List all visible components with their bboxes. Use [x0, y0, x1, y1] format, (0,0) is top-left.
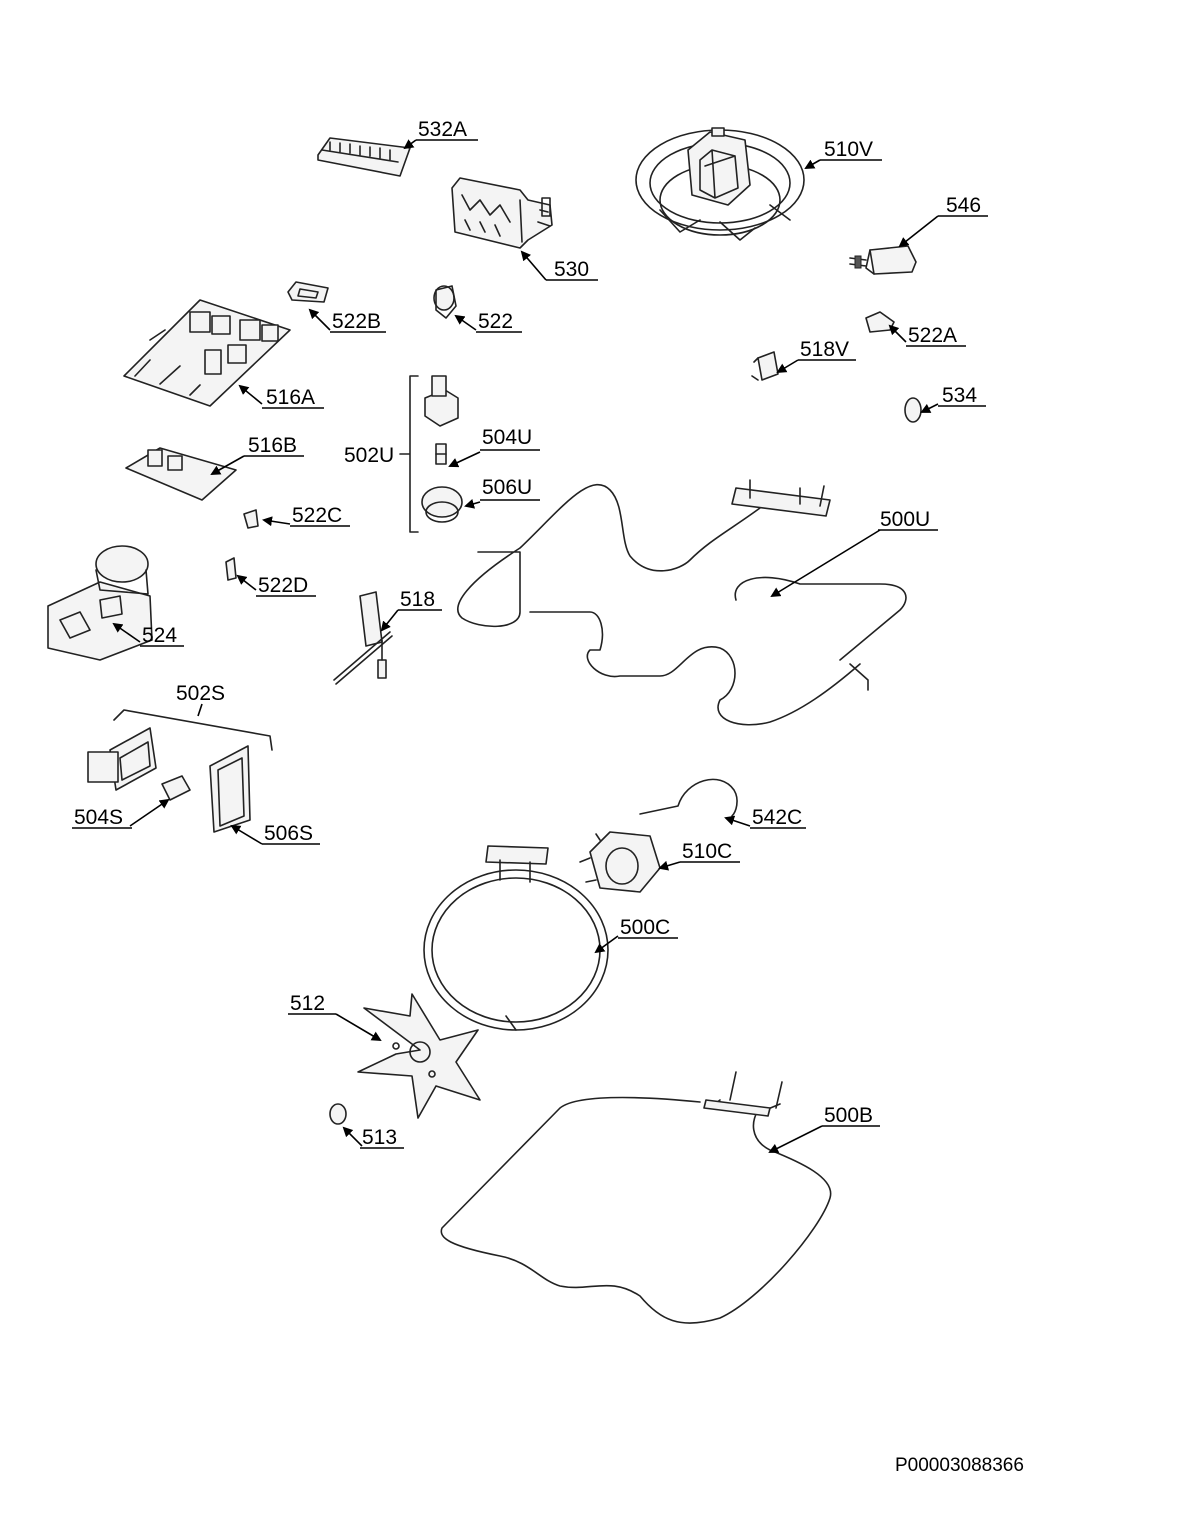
- part-534-lamp: [904, 397, 922, 423]
- part-524-door-lock: [47, 545, 153, 661]
- part-500U-upper-heating-element: [457, 479, 907, 726]
- label-522D: 522D: [258, 574, 308, 597]
- part-530-terminal-block: [451, 177, 553, 249]
- label-532A: 532A: [418, 118, 467, 141]
- part-522-clip: [433, 285, 457, 319]
- document-id: P00003088366: [895, 1455, 1024, 1476]
- bracket-502U: [399, 375, 419, 533]
- part-522D-clip: [225, 557, 237, 581]
- label-500B: 500B: [824, 1104, 873, 1127]
- part-522C-clip: [243, 509, 259, 529]
- part-510V-fan-motor-assembly: [635, 127, 805, 241]
- part-512-fan-blade: [357, 993, 481, 1119]
- label-522C: 522C: [292, 504, 342, 527]
- label-502S: 502S: [176, 682, 225, 705]
- label-522A: 522A: [908, 324, 957, 347]
- part-546-thermal-fuse: [849, 245, 917, 275]
- part-500C-circular-heating-element: [423, 845, 609, 1031]
- part-542C-wire: [639, 778, 738, 817]
- label-504U: 504U: [482, 426, 532, 449]
- label-524: 524: [142, 624, 177, 647]
- part-516B-board: [125, 447, 237, 501]
- label-502U: 502U: [344, 444, 394, 467]
- label-516B: 516B: [248, 434, 297, 457]
- label-542C: 542C: [752, 806, 802, 829]
- part-522B-bracket: [287, 281, 329, 303]
- part-516A-electronic-board: [123, 299, 291, 407]
- part-513-nut: [329, 1103, 347, 1125]
- label-513: 513: [362, 1126, 397, 1149]
- part-510C-motor: [579, 831, 661, 893]
- label-518V: 518V: [800, 338, 849, 361]
- bracket-502S: [113, 709, 273, 751]
- label-500C: 500C: [620, 916, 670, 939]
- label-510V: 510V: [824, 138, 873, 161]
- label-546: 546: [946, 194, 981, 217]
- part-502U-lamp-assembly: [421, 375, 463, 523]
- label-500U: 500U: [880, 508, 930, 531]
- part-532A-connector-strip: [317, 137, 411, 177]
- label-504S: 504S: [74, 806, 123, 829]
- label-510C: 510C: [682, 840, 732, 863]
- part-518-thermostat-probe: [333, 591, 393, 685]
- callout-labels: 532A 510V 546 530 522B 522 522A 518V 516…: [72, 118, 988, 1149]
- label-516A: 516A: [266, 386, 315, 409]
- part-518V-switch: [751, 351, 779, 381]
- part-522A-clip: [865, 311, 895, 333]
- leader-lines: [112, 139, 939, 1153]
- label-522B: 522B: [332, 310, 381, 333]
- label-512: 512: [290, 992, 325, 1015]
- label-534: 534: [942, 384, 977, 407]
- label-506U: 506U: [482, 476, 532, 499]
- part-500B-lower-heating-element: [440, 1071, 832, 1324]
- part-502S-side-lamp-assembly: [87, 727, 251, 833]
- label-518: 518: [400, 588, 435, 611]
- label-506S: 506S: [264, 822, 313, 845]
- label-522: 522: [478, 310, 513, 333]
- label-530: 530: [554, 258, 589, 281]
